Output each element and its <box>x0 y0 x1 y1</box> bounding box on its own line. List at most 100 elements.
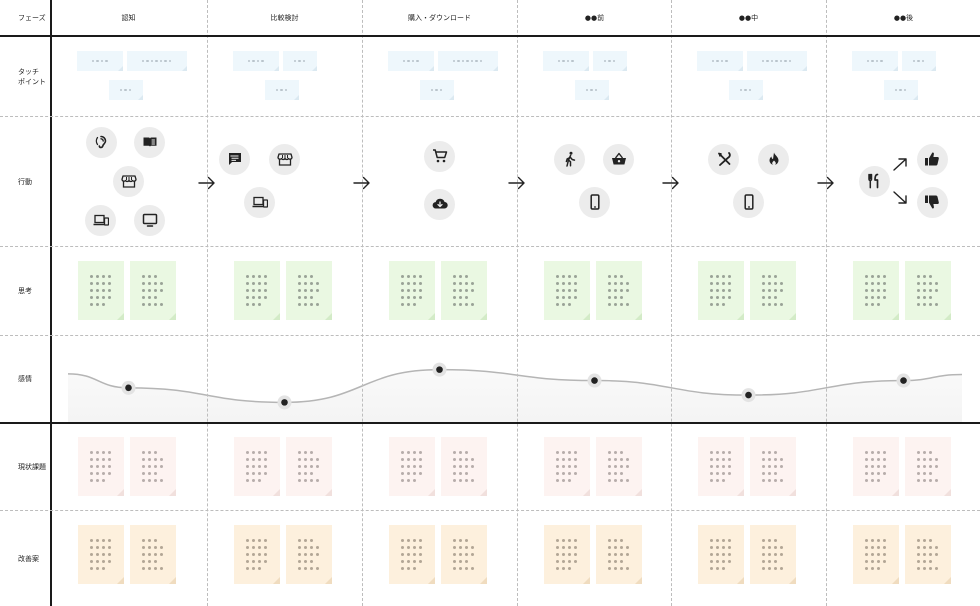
placeholder-dot <box>89 472 93 475</box>
placeholder-dot <box>245 458 249 461</box>
placeholder-dots <box>585 88 598 92</box>
placeholder-dot <box>475 59 478 63</box>
phase-label-purchase: 購入・ダウンロード <box>408 14 471 22</box>
placeholder-dot <box>95 560 99 563</box>
placeholder-dot <box>147 282 151 285</box>
thinking-note <box>543 261 590 320</box>
note-fold <box>891 577 899 584</box>
placeholder-dot <box>89 451 93 454</box>
issue-note <box>595 437 642 496</box>
placeholder-dots <box>866 59 883 63</box>
placeholder-dot <box>303 546 307 549</box>
placeholder-dots <box>607 451 629 482</box>
placeholder-row <box>709 296 731 299</box>
placeholder-dot <box>613 303 617 306</box>
placeholder-dots <box>245 275 267 306</box>
placeholder-dot <box>101 465 105 468</box>
placeholder-dot <box>721 451 725 454</box>
placeholder-dots <box>555 275 577 306</box>
note-fold <box>930 66 936 71</box>
placeholder-row <box>761 289 783 292</box>
placeholder-dot <box>251 296 255 299</box>
placeholder-dot <box>619 472 623 475</box>
placeholder-row <box>452 472 474 475</box>
issue-note <box>543 437 590 496</box>
placeholder-dot <box>101 303 105 306</box>
placeholder-dot <box>164 59 167 63</box>
placeholder-dot <box>864 546 868 549</box>
placeholder-dots <box>430 88 443 92</box>
placeholder-dot <box>773 303 777 306</box>
row-divider <box>0 510 980 511</box>
placeholder-dot <box>557 59 560 63</box>
placeholder-dot <box>876 465 880 468</box>
placeholder-row <box>89 553 111 556</box>
touchpoint-note <box>76 51 123 71</box>
placeholder-dot <box>297 303 301 306</box>
placeholder-dot <box>303 458 307 461</box>
placeholder-dot <box>625 303 629 306</box>
placeholder-dot <box>721 553 725 556</box>
placeholder-dot <box>767 539 771 542</box>
placeholder-dot <box>464 479 468 482</box>
placeholder-row <box>761 567 783 570</box>
arrow-down-right-icon <box>891 189 909 207</box>
row-label-action: 行動 <box>18 177 32 186</box>
placeholder-dot <box>882 289 886 292</box>
placeholder-dot <box>561 289 565 292</box>
placeholder-dot <box>147 289 151 292</box>
placeholder-row <box>916 472 938 475</box>
flow-arrow-icon <box>817 175 835 190</box>
placeholder-row <box>89 472 111 475</box>
placeholder-dot <box>555 567 559 570</box>
placeholder-dot <box>715 303 719 306</box>
placeholder-dot <box>607 567 611 570</box>
placeholder-dot <box>452 472 456 475</box>
placeholder-dot <box>922 472 926 475</box>
placeholder-dots <box>709 539 731 570</box>
phase-divider <box>362 0 363 606</box>
note-fold <box>634 489 642 496</box>
placeholder-row <box>89 296 111 299</box>
placeholder-dot <box>418 296 422 299</box>
placeholder-dot <box>709 539 713 542</box>
placeholder-row <box>245 472 267 475</box>
placeholder-dot <box>773 296 777 299</box>
note-fold <box>737 66 743 71</box>
placeholder-row <box>555 451 577 454</box>
placeholder-dot <box>779 479 783 482</box>
placeholder-dot <box>916 275 920 278</box>
placeholder-row <box>297 560 319 563</box>
note-fold <box>788 577 796 584</box>
touchpoint-note <box>728 80 763 100</box>
placeholder-row <box>89 451 111 454</box>
placeholder-dot <box>567 451 571 454</box>
placeholder-dot <box>107 560 111 563</box>
placeholder-dot <box>101 479 105 482</box>
placeholder-dot <box>922 282 926 285</box>
placeholder-row <box>400 553 422 556</box>
placeholder-row <box>400 539 422 542</box>
placeholder-row <box>864 539 886 542</box>
placeholder-dot <box>147 275 151 278</box>
placeholder-dot <box>400 546 404 549</box>
placeholder-dots <box>761 275 783 306</box>
placeholder-dots <box>864 539 886 570</box>
placeholder-row <box>555 458 577 461</box>
placeholder-dot <box>406 289 410 292</box>
placeholder-dot <box>263 465 267 468</box>
placeholder-dot <box>297 546 301 549</box>
placeholder-dot <box>864 567 868 570</box>
placeholder-dot <box>245 303 249 306</box>
placeholder-dot <box>773 289 777 292</box>
touchpoint-note <box>387 51 434 71</box>
placeholder-dot <box>303 282 307 285</box>
placeholder-dot <box>613 553 617 556</box>
placeholder-dot <box>275 88 279 92</box>
placeholder-dot <box>418 553 422 556</box>
placeholder-row <box>452 451 474 454</box>
placeholder-dot <box>870 553 874 556</box>
placeholder-dot <box>934 553 938 556</box>
row-label-touchpoint: タッチ ポイント <box>18 67 46 86</box>
placeholder-row <box>89 289 111 292</box>
